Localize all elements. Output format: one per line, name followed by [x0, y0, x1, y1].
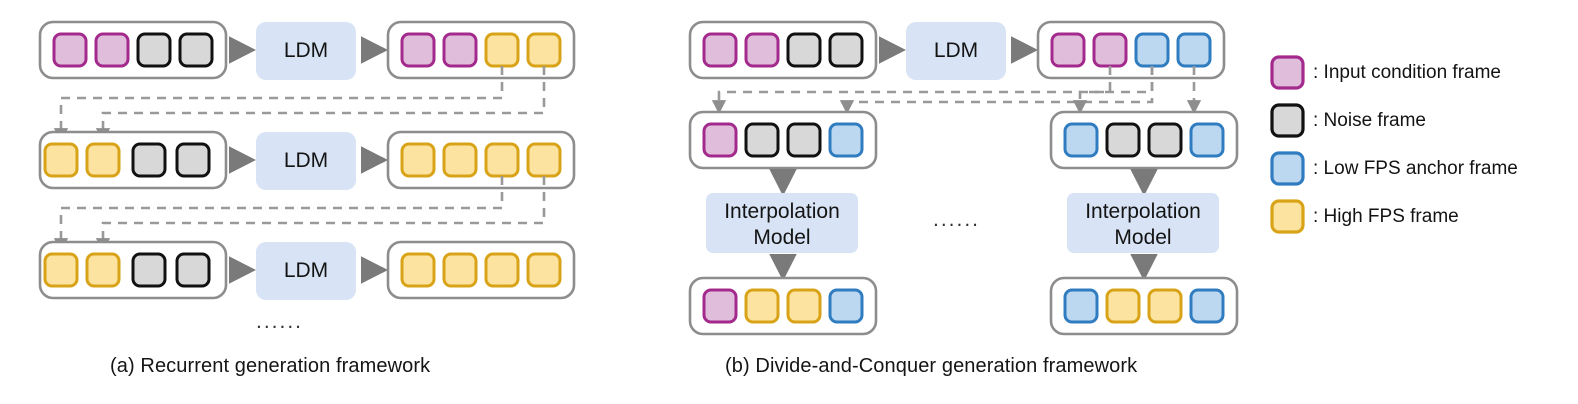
model-box-interpolation	[706, 193, 858, 253]
model-box-ldm	[256, 242, 356, 300]
feedback-link	[95, 66, 546, 143]
model-box-ldm	[256, 22, 356, 80]
frame-cond	[52, 32, 88, 68]
panel-b	[688, 20, 1239, 336]
frame-highfps	[85, 142, 121, 178]
panel-b-branch-left	[688, 110, 878, 336]
frame-cond	[1092, 32, 1128, 68]
frame-lowfps	[1189, 122, 1225, 158]
frame-container	[1049, 110, 1239, 170]
frame-lowfps	[1134, 32, 1170, 68]
frame-cond	[400, 32, 436, 68]
divide-links	[711, 66, 1202, 115]
frame-lowfps	[828, 122, 864, 158]
frame-cond	[702, 122, 738, 158]
frame-cond	[94, 32, 130, 68]
model-box-ldm	[256, 132, 356, 190]
frame-highfps	[442, 142, 478, 178]
model-box-interpolation	[1067, 193, 1219, 253]
panel-b-ellipsis: ......	[933, 208, 981, 231]
frame-noise	[786, 122, 822, 158]
panel-a	[38, 20, 576, 300]
frame-noise	[1105, 122, 1141, 158]
legend-label-lowfps: : Low FPS anchor frame	[1313, 158, 1518, 179]
frame-noise	[175, 142, 211, 178]
frame-highfps	[526, 142, 562, 178]
frame-highfps	[43, 252, 79, 288]
frame-noise	[131, 252, 167, 288]
frame-noise	[744, 122, 780, 158]
frame-noise	[131, 142, 167, 178]
legend-label-highfps: : High FPS frame	[1313, 206, 1459, 227]
feedback-link	[95, 176, 546, 253]
feedback-link	[53, 66, 504, 143]
frame-container	[386, 240, 576, 300]
feedback-links-1	[53, 66, 546, 143]
frame-noise	[1147, 122, 1183, 158]
model-box-ldm	[906, 22, 1006, 80]
frame-container	[688, 20, 878, 80]
frame-container	[1036, 20, 1226, 80]
frame-container	[1049, 276, 1239, 336]
panel-a-row-2	[38, 130, 576, 190]
frame-highfps	[786, 288, 822, 324]
frame-highfps	[1147, 288, 1183, 324]
frame-highfps	[1105, 288, 1141, 324]
frame-highfps	[484, 32, 520, 68]
frame-highfps	[484, 252, 520, 288]
frame-highfps	[85, 252, 121, 288]
legend-label-cond: : Input condition frame	[1313, 62, 1501, 83]
frame-highfps	[400, 142, 436, 178]
frame-highfps	[744, 288, 780, 324]
frame-highfps	[526, 252, 562, 288]
frame-lowfps	[1176, 32, 1212, 68]
frame-lowfps	[1063, 122, 1099, 158]
feedback-links-2	[53, 176, 546, 253]
frame-noise	[828, 32, 864, 68]
legend-swatch-highfps	[1270, 199, 1305, 234]
frame-container	[688, 276, 878, 336]
frame-lowfps	[1189, 288, 1225, 324]
panel-a-row-1	[38, 20, 576, 80]
frame-lowfps	[828, 288, 864, 324]
frame-noise	[136, 32, 172, 68]
frame-noise	[175, 252, 211, 288]
panel-a-ellipsis: ......	[256, 310, 304, 333]
frame-highfps	[442, 252, 478, 288]
panel-b-caption: (b) Divide-and-Conquer generation framew…	[725, 355, 1138, 377]
panel-a-row-3	[38, 240, 576, 300]
frame-container	[38, 20, 228, 80]
legend-label-noise: : Noise frame	[1313, 110, 1426, 131]
frame-highfps	[43, 142, 79, 178]
frame-noise	[178, 32, 214, 68]
frame-container	[386, 130, 576, 190]
frame-cond	[702, 32, 738, 68]
frame-cond	[1050, 32, 1086, 68]
frame-container	[386, 20, 576, 80]
panel-a-caption: (a) Recurrent generation framework	[110, 355, 431, 377]
legend-swatches	[1270, 55, 1305, 234]
frame-highfps	[526, 32, 562, 68]
frame-cond	[744, 32, 780, 68]
feedback-link	[53, 176, 504, 253]
panel-b-stage-1	[688, 20, 1226, 80]
frame-highfps	[484, 142, 520, 178]
panel-b-branch-right	[1049, 110, 1239, 336]
frame-cond	[442, 32, 478, 68]
frame-noise	[786, 32, 822, 68]
frame-cond	[702, 288, 738, 324]
frame-highfps	[400, 252, 436, 288]
frame-container	[688, 110, 878, 170]
legend-swatch-lowfps	[1270, 151, 1305, 186]
legend-swatch-cond	[1270, 55, 1305, 90]
frame-lowfps	[1063, 288, 1099, 324]
legend-swatch-noise	[1270, 103, 1305, 138]
